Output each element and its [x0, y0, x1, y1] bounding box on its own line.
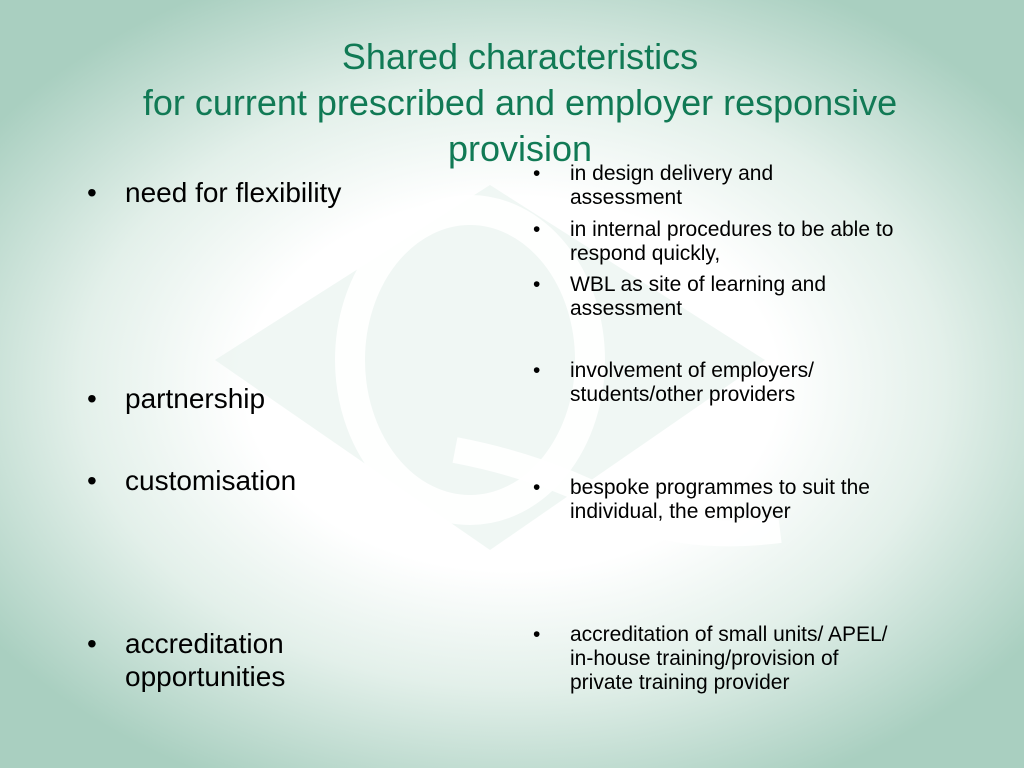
left-bullet-accreditation: accreditation opportunities: [87, 627, 425, 693]
slide-title-line: provision: [447, 128, 593, 169]
right-bullet-bespoke: bespoke programmes to suit the individua…: [533, 476, 950, 524]
right-bullet-design-delivery: in design delivery and assessment: [533, 162, 870, 210]
left-bullet-customisation: customisation: [87, 464, 425, 497]
right-bullet-small-units: accreditation of small units/ APEL/ in-h…: [533, 623, 900, 695]
slide-title: Shared characteristics for current presc…: [60, 34, 980, 172]
slide-title-line: for current prescribed and employer resp…: [142, 82, 898, 123]
left-bullet-partnership: partnership: [87, 382, 425, 415]
slide-title-line: Shared characteristics: [341, 36, 699, 77]
right-bullet-wbl: WBL as site of learning and assessment: [533, 273, 900, 321]
right-bullet-involvement: involvement of employers/ students/other…: [533, 359, 900, 407]
right-bullet-internal-procedures: in internal procedures to be able to res…: [533, 218, 900, 266]
left-bullet-flexibility: need for flexibility: [87, 176, 425, 209]
